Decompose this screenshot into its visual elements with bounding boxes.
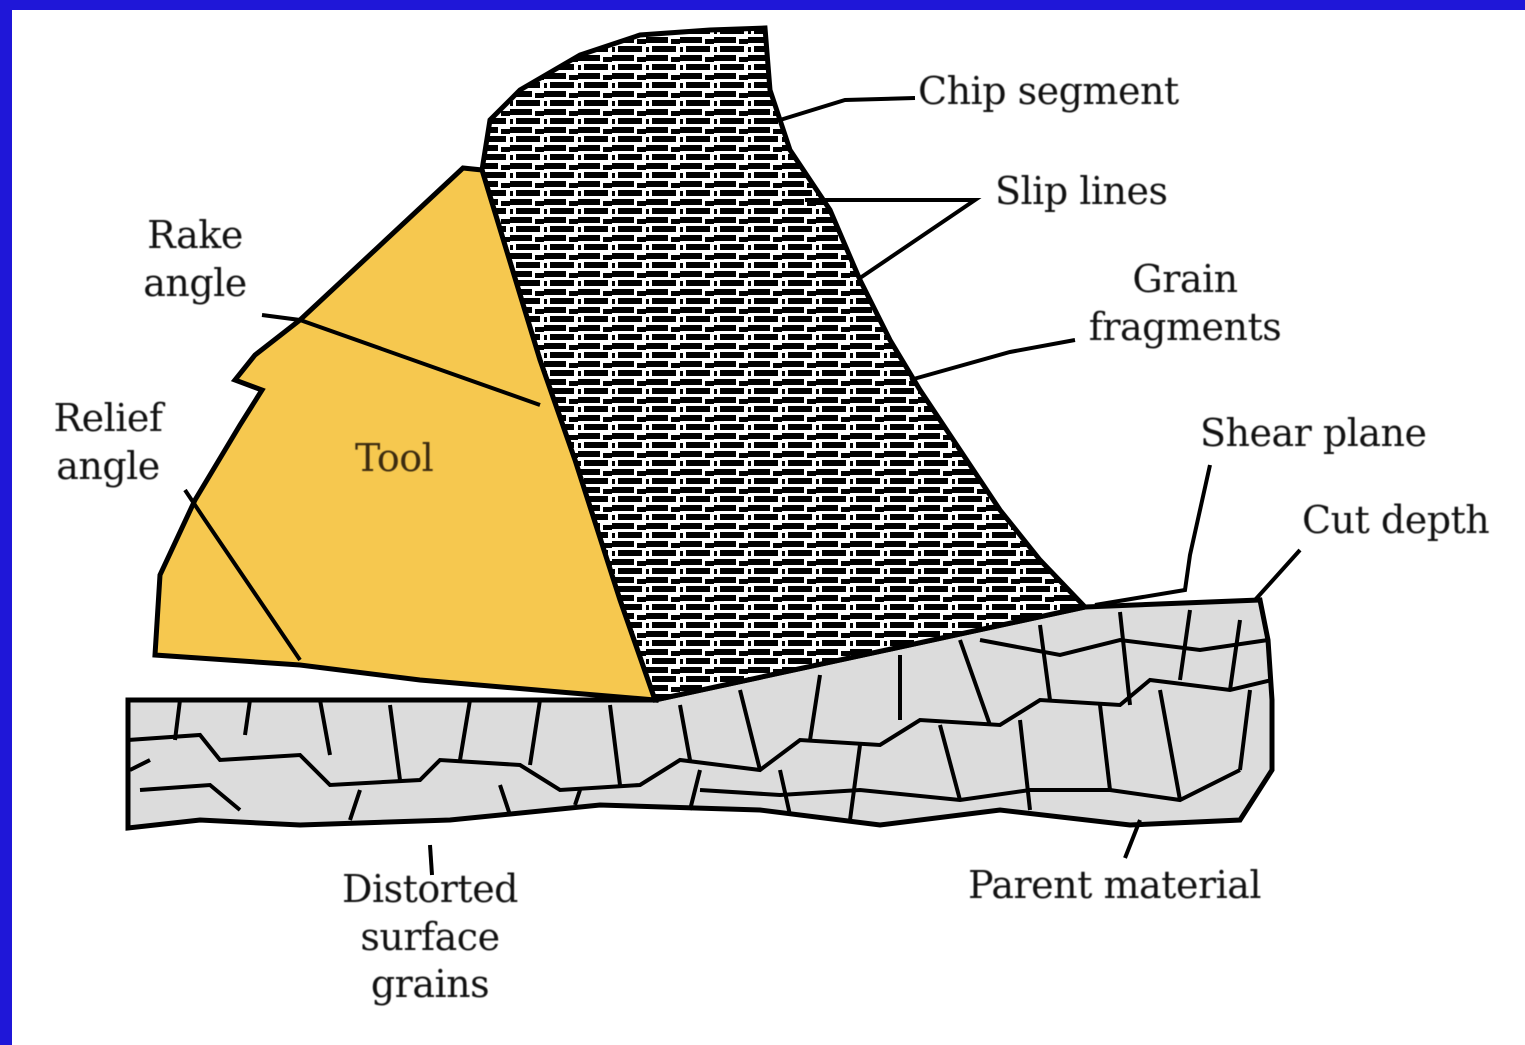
label-relief-angle: Relief angle bbox=[38, 395, 178, 490]
label-parent-material: Parent material bbox=[968, 862, 1261, 910]
label-cut-depth: Cut depth bbox=[1302, 497, 1489, 545]
shear-plane-leader bbox=[1095, 465, 1210, 605]
label-shear-plane: Shear plane bbox=[1200, 410, 1427, 458]
grain-fragments-leader bbox=[910, 340, 1075, 380]
cut-depth-leader bbox=[1255, 550, 1300, 600]
label-rake-angle: Rake angle bbox=[125, 212, 265, 307]
label-tool: Tool bbox=[355, 435, 433, 483]
label-grain-fragments-line2: fragments bbox=[1085, 304, 1285, 352]
label-distorted-line3: grains bbox=[325, 961, 535, 1009]
label-distorted-surface-grains: Distorted surface grains bbox=[325, 866, 535, 1009]
label-rake-angle-line2: angle bbox=[125, 260, 265, 308]
chip-segment-leader bbox=[780, 98, 915, 120]
label-grain-fragments-line1: Grain bbox=[1085, 256, 1285, 304]
label-distorted-line1: Distorted bbox=[325, 866, 535, 914]
label-relief-angle-line2: angle bbox=[38, 443, 178, 491]
label-grain-fragments: Grain fragments bbox=[1085, 256, 1285, 351]
label-rake-angle-line1: Rake bbox=[125, 212, 265, 260]
label-relief-angle-line1: Relief bbox=[38, 395, 178, 443]
label-slip-lines: Slip lines bbox=[995, 168, 1168, 216]
label-distorted-line2: surface bbox=[325, 914, 535, 962]
label-chip-segment: Chip segment bbox=[918, 68, 1179, 116]
